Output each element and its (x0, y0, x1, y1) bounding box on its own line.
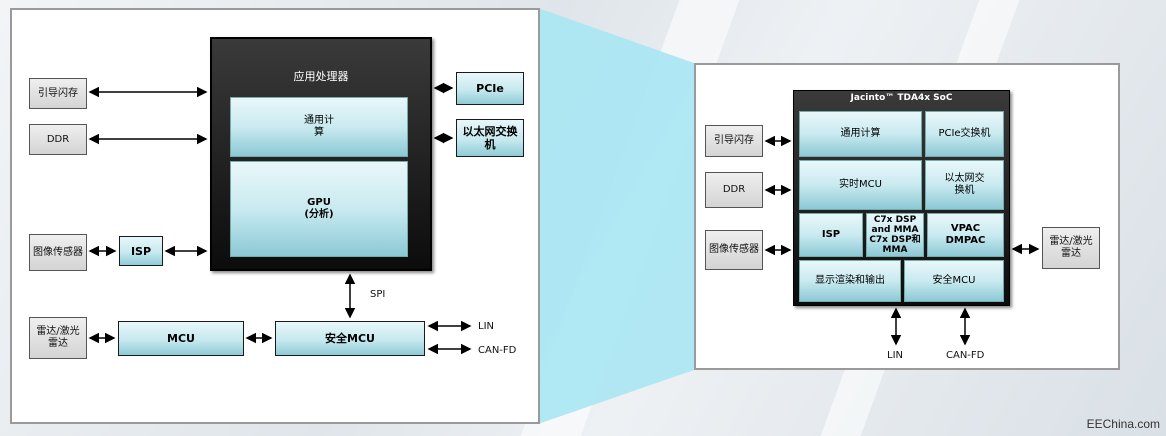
gpu-label: GPU (307, 197, 331, 208)
ethernet-switch-box: 以太网交换机 (456, 119, 524, 157)
boot-flash-box-right: 引导闪存 (705, 125, 763, 157)
realtime-mcu-block: 实时MCU (799, 160, 922, 210)
general-compute-block-right: 通用计算 (799, 111, 922, 157)
display-output-block: 显示渲染和输出 (799, 260, 901, 302)
radar-box-right: 雷达/激光雷达 (1042, 227, 1100, 269)
lin-label-left: LIN (478, 321, 495, 332)
gpu-sublabel: (分析) (304, 209, 334, 220)
radar-box: 雷达/激光雷达 (29, 317, 87, 359)
ethernet-switch-block-right: 以太网交换机 (925, 160, 1004, 210)
watermark: EEChina.com (1086, 417, 1160, 431)
can-fd-label-left: CAN-FD (478, 345, 517, 356)
isp-box: ISP (119, 236, 163, 266)
image-sensor-box-right: 图像传感器 (705, 230, 763, 270)
spi-label: SPI (370, 289, 386, 300)
app-processor-title: 应用处理器 (293, 70, 349, 83)
pcie-box: PCIe (456, 72, 524, 105)
can-fd-label-right: CAN-FD (946, 350, 985, 361)
ddr-box: DDR (29, 124, 87, 155)
safety-mcu-box: 安全MCU (275, 321, 425, 356)
isp-block-right: ISP (799, 213, 863, 257)
image-sensor-box: 图像传感器 (29, 234, 87, 271)
dsp-mma-block: C7x DSP and MMA C7x DSP和 MMA (866, 213, 924, 257)
ddr-box-right: DDR (705, 172, 763, 208)
boot-flash-box: 引导闪存 (29, 78, 87, 109)
gpu-block: GPU (分析) (230, 161, 408, 257)
general-compute-block: 通用计算 (230, 97, 408, 157)
vpac-dmpac-block: VPAC DMPAC (927, 213, 1004, 257)
lin-label-right: LIN (887, 350, 904, 361)
pcie-switch-block: PCIe交换机 (925, 111, 1004, 157)
safety-mcu-block-right: 安全MCU (904, 260, 1004, 302)
mcu-box: MCU (118, 321, 244, 356)
soc-title: Jacinto™ TDA4x SoC (850, 93, 953, 103)
